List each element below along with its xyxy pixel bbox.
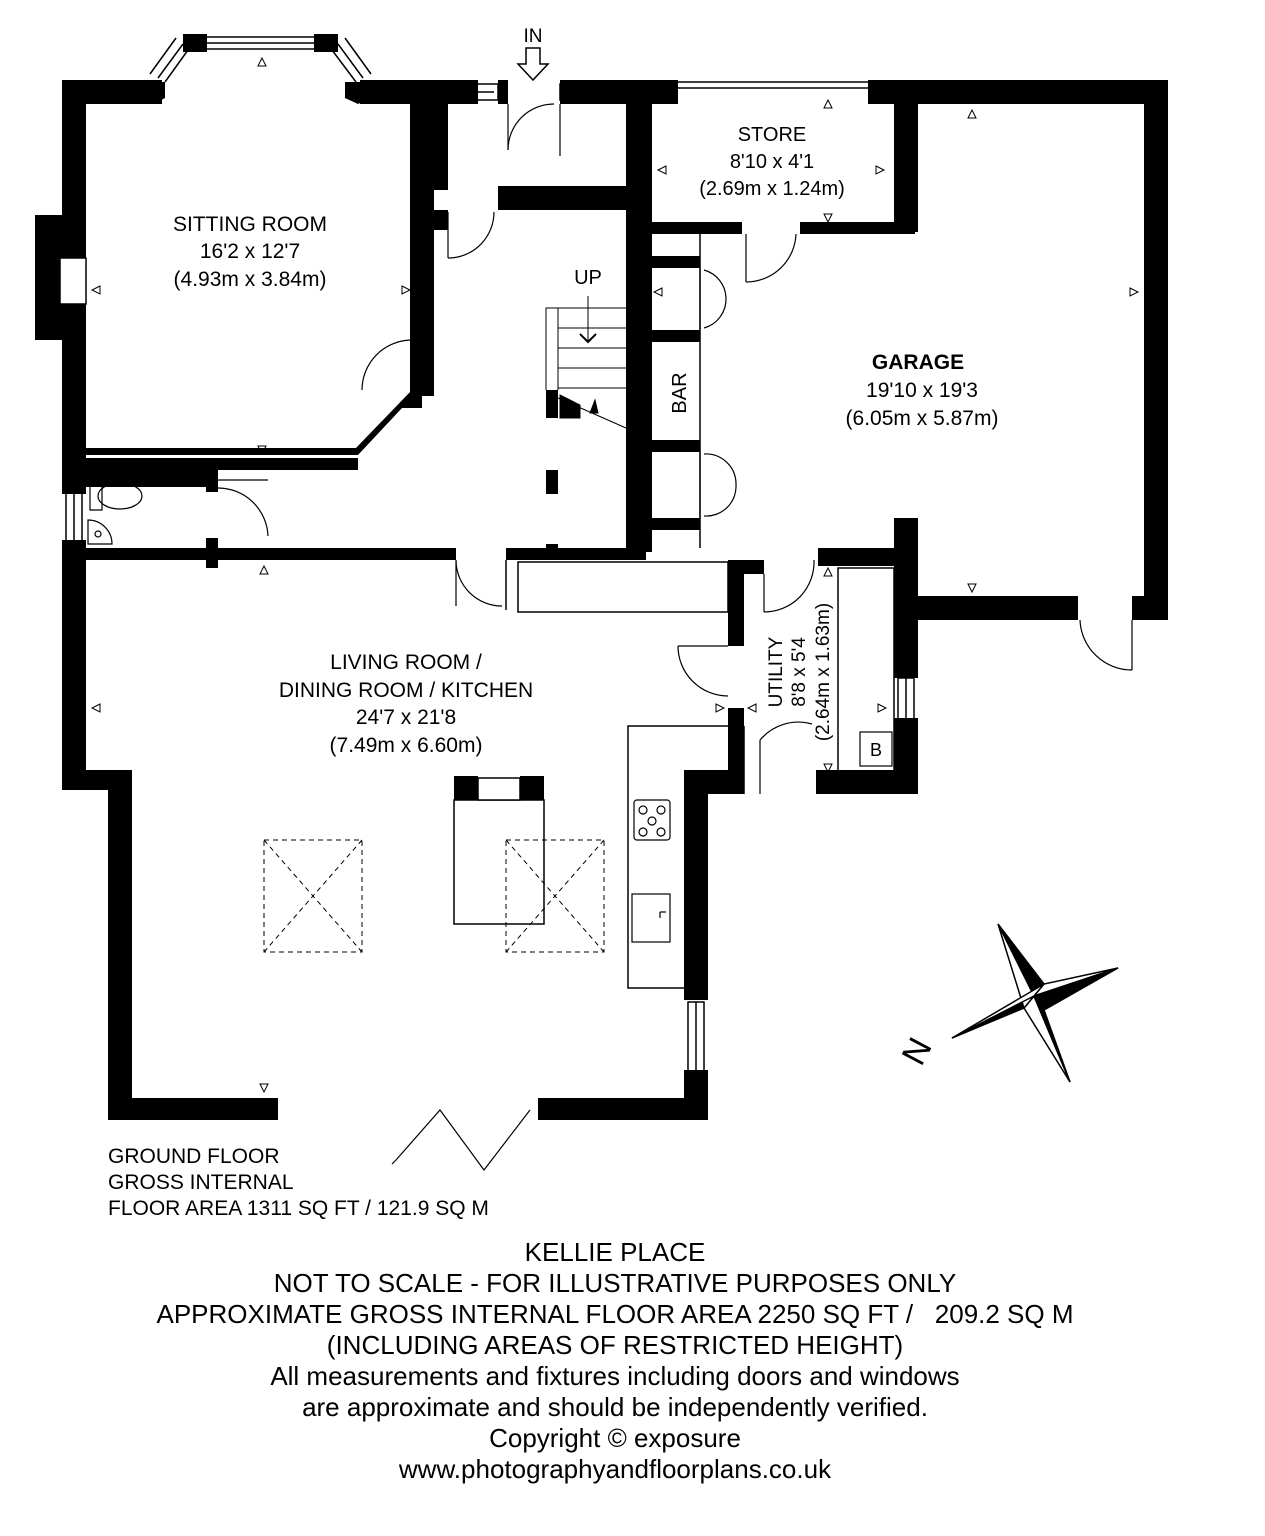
basin-icon [87, 519, 113, 545]
boiler [859, 731, 893, 767]
stairs-label: UP [574, 267, 602, 289]
disclaimer-line1: All measurements and fixtures including … [270, 1361, 960, 1391]
floor-plan: IN UP SITTING ROOM 16'2 x 12'7 (4.93m x … [35, 26, 1168, 1172]
hob-icon [633, 799, 671, 841]
living-room-name-line2: DINING ROOM / KITCHEN [279, 679, 533, 702]
footer-notes: KELLIE PLACE NOT TO SCALE - FOR ILLUSTRA… [0, 1237, 1230, 1485]
ground-floor-line3: FLOOR AREA 1311 SQ FT / 121.9 SQ M [108, 1197, 489, 1220]
sink-icon [631, 893, 671, 943]
doors [217, 103, 1133, 1172]
scale-note: NOT TO SCALE - FOR ILLUSTRATIVE PURPOSES… [273, 1268, 957, 1298]
measurement-markers [90, 56, 1140, 1094]
toilet-icon [89, 481, 103, 511]
copyright: Copyright © exposure [489, 1423, 741, 1453]
garage-name: GARAGE [872, 351, 964, 374]
total-area: APPROXIMATE GROSS INTERNAL FLOOR AREA 22… [156, 1299, 1074, 1329]
restricted-note: (INCLUDING AREAS OF RESTRICTED HEIGHT) [326, 1330, 904, 1360]
garage-size-metric: (6.05m x 5.87m) [846, 407, 999, 430]
walls [35, 34, 1168, 1120]
fixtures [87, 481, 893, 943]
sitting-room-size-metric: (4.93m x 3.84m) [174, 268, 327, 291]
store-size-metric: (2.69m x 1.24m) [699, 178, 845, 200]
utility-size-metric: (2.64m x 1.63m) [813, 603, 834, 741]
windows [59, 36, 915, 1073]
store-name: STORE [738, 124, 807, 146]
rooflights [263, 839, 605, 953]
living-room-size-imperial: 24'7 x 21'8 [356, 706, 456, 729]
store-size-imperial: 8'10 x 4'1 [730, 151, 814, 173]
sitting-room-name: SITTING ROOM [173, 213, 327, 236]
staircase [545, 296, 627, 429]
website-link[interactable]: www.photographyandfloorplans.co.uk [398, 1454, 832, 1484]
entrance-arrow-icon [516, 47, 550, 82]
living-room-size-metric: (7.49m x 6.60m) [330, 734, 483, 757]
disclaimer-line2: are approximate and should be independen… [302, 1392, 928, 1422]
boiler-label: B [870, 740, 882, 760]
property-name: KELLIE PLACE [524, 1237, 706, 1267]
ground-floor-line1: GROUND FLOOR [108, 1145, 280, 1168]
bar-label: BAR [669, 372, 691, 413]
utility-name: UTILITY [766, 636, 787, 707]
ground-floor-line2: GROSS INTERNAL [108, 1171, 294, 1194]
garage-size-imperial: 19'10 x 19'3 [866, 379, 978, 402]
compass-rose-icon [951, 923, 1119, 1083]
living-room-name-line1: LIVING ROOM / [330, 651, 482, 674]
utility-size-imperial: 8'8 x 5'4 [789, 637, 810, 707]
compass-north-label: N [895, 1032, 940, 1072]
entrance-label: IN [524, 26, 543, 47]
sitting-room-size-imperial: 16'2 x 12'7 [200, 240, 300, 263]
ground-floor-area: GROUND FLOOR GROSS INTERNAL FLOOR AREA 1… [108, 1144, 489, 1222]
